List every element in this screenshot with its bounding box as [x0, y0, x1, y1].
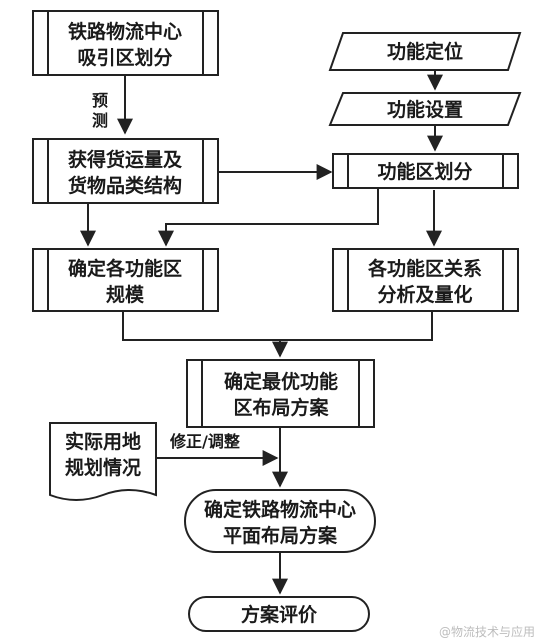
node-cargo-volume-structure: 获得货运量及 货物品类结构: [32, 138, 219, 204]
node-cargo-volume-structure-line2: 货物品类结构: [68, 174, 182, 197]
connectors: [80, 70, 443, 595]
node-function-setting: 功能设置: [328, 92, 522, 126]
node-final-layout-line2: 平面布局方案: [223, 524, 338, 547]
node-final-layout: 确定铁路物流中心 平面布局方案: [184, 489, 376, 553]
node-cargo-volume-structure-line1: 获得货运量及: [68, 148, 183, 171]
edge-label-forecast-1: 预: [92, 91, 108, 110]
node-actual-land-plan: 实际用地 规划情况: [49, 422, 157, 501]
node-function-positioning-line1: 功能定位: [387, 40, 463, 63]
node-optimal-layout-line1: 确定最优功能: [224, 370, 338, 393]
node-function-area-division: 功能区划分: [332, 153, 519, 189]
node-actual-land-plan-line2: 规划情况: [65, 456, 141, 479]
edge-label-adjust: 修正/调整: [169, 432, 240, 451]
merge-line-scale-relation: [122, 310, 433, 341]
node-function-setting-line1: 功能设置: [387, 98, 463, 121]
node-railway-center-attraction: 铁路物流中心 吸引区划分: [32, 10, 219, 76]
node-railway-center-attraction-line1: 铁路物流中心: [68, 20, 182, 43]
node-actual-land-plan-line1: 实际用地: [65, 430, 141, 453]
node-railway-center-attraction-line2: 吸引区划分: [77, 46, 172, 69]
node-function-area-division-line1: 功能区划分: [377, 160, 472, 183]
node-evaluation-line1: 方案评价: [241, 603, 318, 626]
arrow-division-to-scale: [158, 188, 379, 247]
node-final-layout-line1: 确定铁路物流中心: [204, 498, 356, 521]
node-function-area-scale: 确定各功能区 规模: [32, 248, 219, 312]
node-function-positioning: 功能定位: [328, 32, 522, 71]
node-function-area-relation-line1: 各功能区关系: [367, 257, 482, 280]
node-optimal-layout: 确定最优功能 区布局方案: [186, 359, 375, 428]
node-optimal-layout-line2: 区布局方案: [233, 396, 329, 419]
watermark-text: @物流技术与应用: [439, 624, 535, 639]
node-function-area-relation: 各功能区关系 分析及量化: [332, 248, 519, 312]
node-function-area-scale-line1: 确定各功能区: [68, 257, 182, 280]
node-function-area-relation-line2: 分析及量化: [377, 283, 472, 306]
node-evaluation: 方案评价: [188, 596, 370, 632]
edge-label-forecast-2: 测: [92, 111, 108, 130]
node-function-area-scale-line2: 规模: [106, 283, 145, 306]
